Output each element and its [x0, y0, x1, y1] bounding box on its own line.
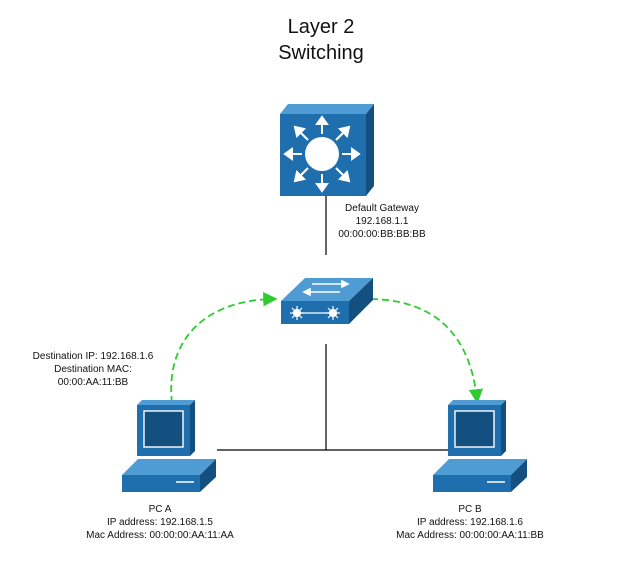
packet-label-line-2: Destination MAC:	[54, 364, 132, 375]
diagram-title: Layer 2 Switching	[0, 14, 642, 66]
layer2-switch-icon[interactable]	[281, 278, 373, 324]
pc-a-name: PC A	[148, 504, 172, 515]
packet-label-line-1: Destination IP: 192.168.1.6	[32, 351, 154, 362]
layer3-switch-icon[interactable]	[280, 104, 374, 196]
packet-label-line-3: 00:00:AA:11:BB	[57, 377, 129, 388]
flow-arrow-switch-to-pc-b	[370, 298, 484, 404]
pc-a-label: PC A IP address: 192.168.1.5 Mac Address…	[60, 503, 260, 542]
flow-arrow-pc-a-to-switch	[170, 291, 278, 404]
network-links	[217, 196, 448, 451]
router-label: Default Gateway 192.168.1.1 00:00:00:BB:…	[312, 202, 452, 241]
pc-a-ip: IP address: 192.168.1.5	[106, 517, 213, 528]
pc-b-ip: IP address: 192.168.1.6	[416, 517, 523, 528]
packet-label: Destination IP: 192.168.1.6 Destination …	[28, 350, 158, 389]
router-label-line-2: 192.168.1.1	[355, 216, 409, 227]
pc-a-mac: Mac Address: 00:00:00:AA:11:AA	[86, 530, 234, 541]
router-label-line-1: Default Gateway	[345, 203, 419, 214]
pc-b-mac: Mac Address: 00:00:00:AA:11:BB	[396, 530, 544, 541]
title-line-1: Layer 2	[287, 16, 355, 38]
pc-b-icon[interactable]	[433, 400, 527, 492]
title-line-2: Switching	[278, 42, 364, 64]
pc-b-label: PC B IP address: 192.168.1.6 Mac Address…	[370, 503, 570, 542]
pc-b-name: PC B	[458, 504, 482, 515]
router-label-line-3: 00:00:00:BB:BB:BB	[338, 229, 426, 240]
pc-a-icon[interactable]	[122, 400, 216, 492]
